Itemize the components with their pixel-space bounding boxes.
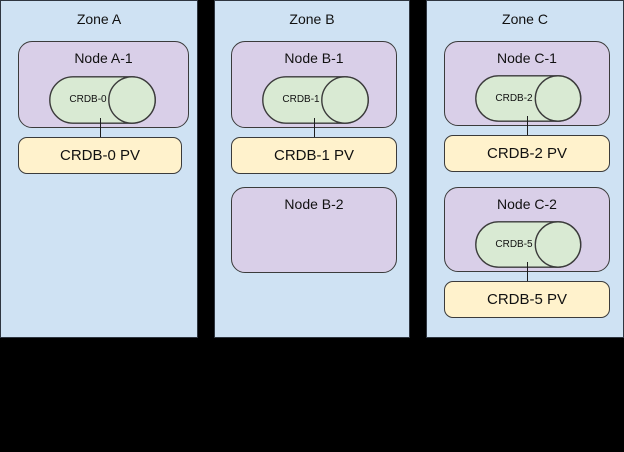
crdb-0-pv: CRDB-0 PV xyxy=(18,137,182,174)
node-a-1-to-crdb-0-pv-connector xyxy=(100,118,101,138)
node-b-1: Node B-1 CRDB-1 xyxy=(231,41,397,128)
crdb-0-pv-label: CRDB-0 PV xyxy=(59,147,141,164)
node-a-1: Node A-1 CRDB-0 xyxy=(18,41,189,128)
crdb-5-pv-label: CRDB-5 PV xyxy=(486,291,568,308)
crdb-0-cylinder: CRDB-0 xyxy=(49,76,156,124)
node-c-2-to-crdb-5-pv-connector xyxy=(527,262,528,282)
node-c-2: Node C-2 CRDB-5 xyxy=(444,187,610,272)
cylinder-shape xyxy=(475,75,582,122)
node-b-2-label: Node B-2 xyxy=(284,196,344,212)
node-c-2-label: Node C-2 xyxy=(497,196,557,212)
cylinder-shape xyxy=(49,76,156,124)
crdb-2-cylinder: CRDB-2 xyxy=(475,75,582,122)
crdb-5-pv: CRDB-5 PV xyxy=(444,281,610,318)
node-b-2: Node B-2 xyxy=(231,187,397,273)
zone-c-container: Zone C Node C-1 CRDB-2 CRDB-2 PV Node C-… xyxy=(426,0,624,338)
node-c-1-label: Node C-1 xyxy=(497,50,557,66)
crdb-1-pv-label: CRDB-1 PV xyxy=(273,147,355,164)
crdb-2-pv-label: CRDB-2 PV xyxy=(486,145,568,162)
node-b-1-label: Node B-1 xyxy=(284,50,344,66)
zone-c-label: Zone C xyxy=(502,11,548,27)
zone-a-label: Zone A xyxy=(76,11,122,27)
node-c-1: Node C-1 CRDB-2 xyxy=(444,41,610,126)
crdb-1-cylinder: CRDB-1 xyxy=(262,76,369,124)
crdb-2-pv: CRDB-2 PV xyxy=(444,135,610,172)
node-a-1-label: Node A-1 xyxy=(74,50,133,66)
node-b-1-to-crdb-1-pv-connector xyxy=(314,118,315,138)
zone-a-container: Zone A Node A-1 CRDB-0 CRDB-0 PV xyxy=(0,0,198,338)
cylinder-shape xyxy=(262,76,369,124)
crdb-5-cylinder: CRDB-5 xyxy=(475,221,582,268)
node-c-1-to-crdb-2-pv-connector xyxy=(527,116,528,136)
zone-b-label: Zone B xyxy=(289,11,335,27)
cylinder-shape xyxy=(475,221,582,268)
crdb-1-pv: CRDB-1 PV xyxy=(231,137,397,174)
zone-b-container: Zone B Node B-1 CRDB-1 CRDB-1 PV Node B-… xyxy=(214,0,410,338)
